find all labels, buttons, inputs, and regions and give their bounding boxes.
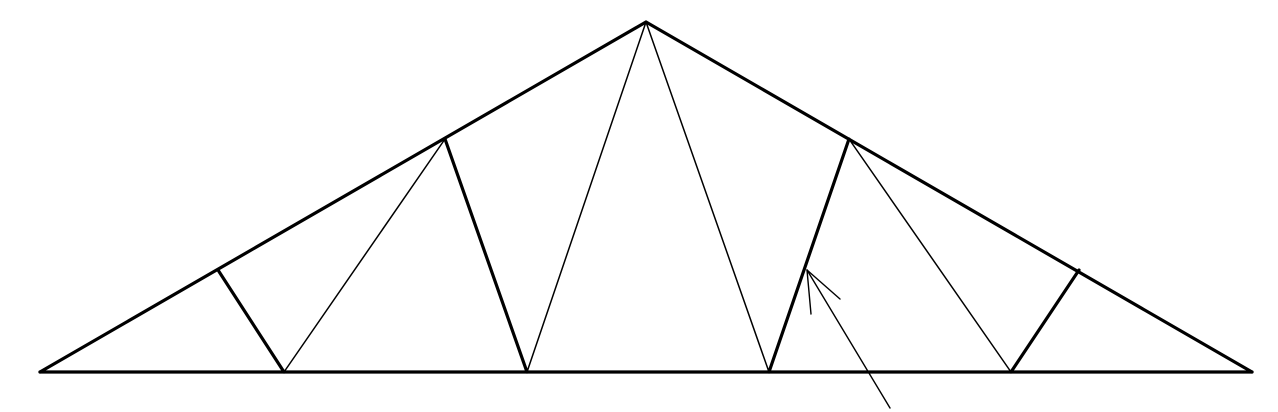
arrow-head-right [806, 269, 841, 300]
right-top-chord [644, 20, 1254, 374]
truss-web-members [216, 21, 1081, 374]
web-member-3 [443, 137, 529, 374]
web-member-6 [767, 137, 851, 374]
web-member-4 [526, 21, 647, 373]
web-member-2 [283, 138, 446, 373]
arrow-head-left [806, 269, 812, 315]
web-member-1 [216, 268, 286, 374]
web-member-5 [645, 21, 770, 373]
left-top-chord [38, 20, 648, 374]
web-member-8 [1009, 268, 1081, 374]
truss-frame [38, 20, 1254, 374]
arrow-shaft [806, 269, 891, 409]
pointer-arrow [806, 269, 891, 409]
web-member-7 [848, 138, 1012, 373]
